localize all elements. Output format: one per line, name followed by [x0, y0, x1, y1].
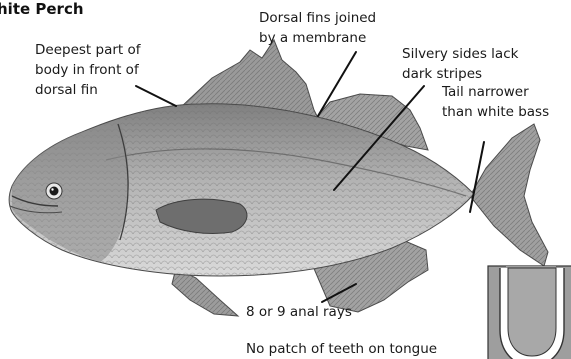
diagram-title: hite Perch: [0, 0, 84, 18]
label-tongue: No patch of teeth on tongue: [246, 341, 437, 357]
label-deepest-line1: Deepest part of: [35, 42, 142, 58]
label-deepest-line2: body in front of: [35, 62, 140, 78]
label-dorsal-joined-line2: by a membrane: [259, 30, 366, 46]
label-deepest-line3: dorsal fin: [35, 82, 98, 98]
label-tail-line1: Tail narrower: [441, 84, 529, 100]
label-silvery-line2: dark stripes: [402, 66, 482, 82]
label-anal-rays: 8 or 9 anal rays: [246, 304, 352, 320]
label-silvery-line1: Silvery sides lack: [402, 46, 519, 62]
label-dorsal-joined-line1: Dorsal fins joined: [259, 10, 376, 26]
leader-deepest: [136, 86, 176, 106]
tongue-diagram-icon: [488, 266, 571, 359]
label-tail-line2: than white bass: [442, 104, 549, 120]
